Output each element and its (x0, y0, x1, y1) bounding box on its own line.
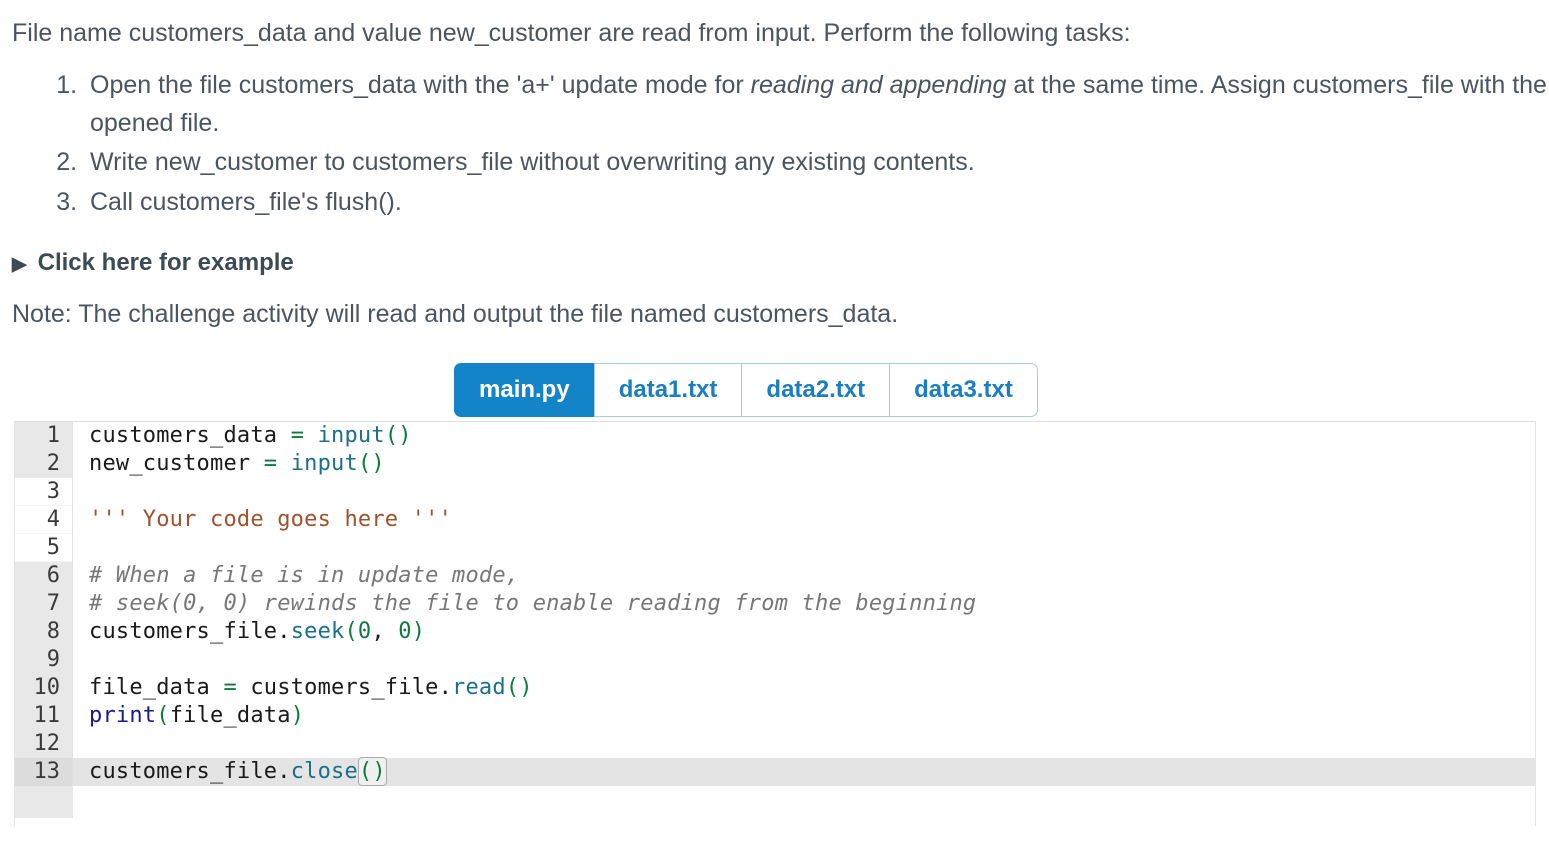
example-disclosure-label: Click here for example (37, 249, 294, 277)
bracket-match-highlight: () (357, 756, 387, 786)
code-token: read (452, 674, 506, 700)
line-number: 7 (15, 589, 73, 618)
code-line-text[interactable]: customers_file.seek(0, 0) (73, 618, 1535, 646)
code-line-text[interactable]: file_data = customers_file.read() (73, 674, 1535, 702)
code-token: ''' Your code goes here ''' (89, 506, 453, 532)
code-token: 0 (398, 618, 412, 644)
code-line-text[interactable]: # When a file is in update mode, (73, 562, 1535, 590)
file-tab-label: main.py (479, 375, 570, 403)
task-text: Call customers_file's flush(). (90, 187, 402, 216)
code-line-row[interactable]: 9 (15, 645, 1535, 674)
code-token: print (89, 702, 157, 728)
code-token: new_customer (89, 450, 264, 476)
file-tab-main-py[interactable]: main.py (454, 362, 594, 417)
code-token: () (505, 674, 533, 700)
code-token: = (223, 674, 237, 700)
code-token: customers_data (89, 422, 291, 448)
task-list-item: Open the file customers_data with the 'a… (84, 67, 1549, 142)
file-tab-label: data1.txt (618, 375, 718, 403)
line-number: 13 (15, 757, 73, 786)
code-token: customers_file. (89, 618, 291, 644)
code-token: input (290, 450, 358, 476)
code-token: ( (344, 618, 358, 644)
gutter-tail (15, 785, 73, 818)
code-line-text[interactable] (73, 730, 1535, 758)
line-number: 8 (15, 617, 73, 646)
line-number: 11 (15, 701, 73, 730)
code-line-row[interactable]: 12 (15, 729, 1535, 758)
code-line-text[interactable]: new_customer = input() (73, 450, 1535, 478)
code-line-text[interactable]: # seek(0, 0) rewinds the file to enable … (73, 590, 1535, 618)
code-token: () (357, 450, 385, 476)
code-token: seek (290, 618, 345, 644)
example-disclosure-toggle[interactable]: ▶ Click here for example (0, 249, 306, 277)
prompt-note-text: Note: The challenge activity will read a… (12, 300, 899, 329)
code-line-text[interactable]: ''' Your code goes here ''' (73, 506, 1535, 534)
code-token: () (384, 422, 412, 448)
code-token: ( (156, 702, 170, 728)
file-tab-label: data2.txt (766, 375, 866, 403)
task-emphasis: reading and appending (750, 71, 1007, 100)
line-number: 3 (15, 477, 73, 506)
file-tab-data1-txt[interactable]: data1.txt (593, 362, 742, 417)
code-token (304, 423, 317, 448)
code-token: file_data (89, 674, 224, 700)
task-text-tail: at the same time. Assign customers_file … (90, 71, 1547, 137)
line-number: 2 (15, 449, 73, 478)
code-line-text[interactable] (73, 534, 1535, 562)
code-token: close (290, 758, 358, 784)
code-line-text[interactable]: customers_file.close() (73, 756, 1535, 786)
code-token: customers_file. (89, 758, 291, 784)
file-tab-data2-txt[interactable]: data2.txt (741, 362, 890, 417)
code-line-row[interactable]: 4 ''' Your code goes here ''' (15, 505, 1535, 534)
code-line-row[interactable]: 3 (15, 477, 1535, 506)
line-number: 4 (15, 505, 73, 534)
line-number: 6 (15, 561, 73, 590)
code-line-text[interactable]: print(file_data) (73, 702, 1535, 730)
code-token: , (371, 618, 399, 644)
code-line-text[interactable] (73, 478, 1535, 506)
code-token: = (263, 450, 278, 476)
code-line-text[interactable] (73, 646, 1535, 674)
file-tab-data3-txt[interactable]: data3.txt (889, 362, 1038, 417)
code-token: # seek(0, 0) rewinds the file to enable … (89, 590, 977, 616)
code-token: 0 (357, 618, 372, 644)
line-number: 10 (15, 673, 73, 702)
code-line-row[interactable]: 5 (15, 533, 1535, 562)
code-line-text[interactable]: customers_data = input() (73, 422, 1535, 450)
exercise-prompt: File name customers_data and value new_c… (0, 0, 1549, 331)
code-token: input (317, 422, 385, 448)
line-number: 1 (15, 421, 73, 450)
code-token: # When a file is in update mode, (89, 562, 520, 588)
code-token: ) (290, 702, 305, 728)
code-token: customers_file. (236, 674, 453, 700)
file-tab-bar: main.py data1.txt data2.txt data3.txt (0, 361, 1549, 417)
task-list-item: Call customers_file's flush(). (84, 184, 1549, 222)
task-list: Open the file customers_data with the 'a… (0, 67, 1549, 221)
file-tab-label: data3.txt (914, 375, 1013, 403)
code-line-row[interactable]: 7 # seek(0, 0) rewinds the file to enable… (15, 589, 1535, 618)
code-token: file_data (169, 702, 291, 728)
task-list-item: Write new_customer to customers_file wit… (84, 144, 1549, 182)
code-token (277, 451, 290, 476)
code-token: = (290, 422, 305, 448)
code-token: ) (411, 618, 426, 644)
code-line-row[interactable]: 6 # When a file is in update mode, (15, 561, 1535, 590)
task-text: Open the file customers_data with the 'a… (90, 71, 751, 100)
line-number: 5 (15, 533, 73, 562)
line-number: 12 (15, 729, 73, 758)
chevron-right-icon: ▶ (12, 253, 27, 275)
prompt-intro-text: File name customers_data and value new_c… (12, 19, 1131, 47)
task-text: Write new_customer to customers_file wit… (90, 148, 975, 177)
line-number: 9 (15, 645, 73, 674)
